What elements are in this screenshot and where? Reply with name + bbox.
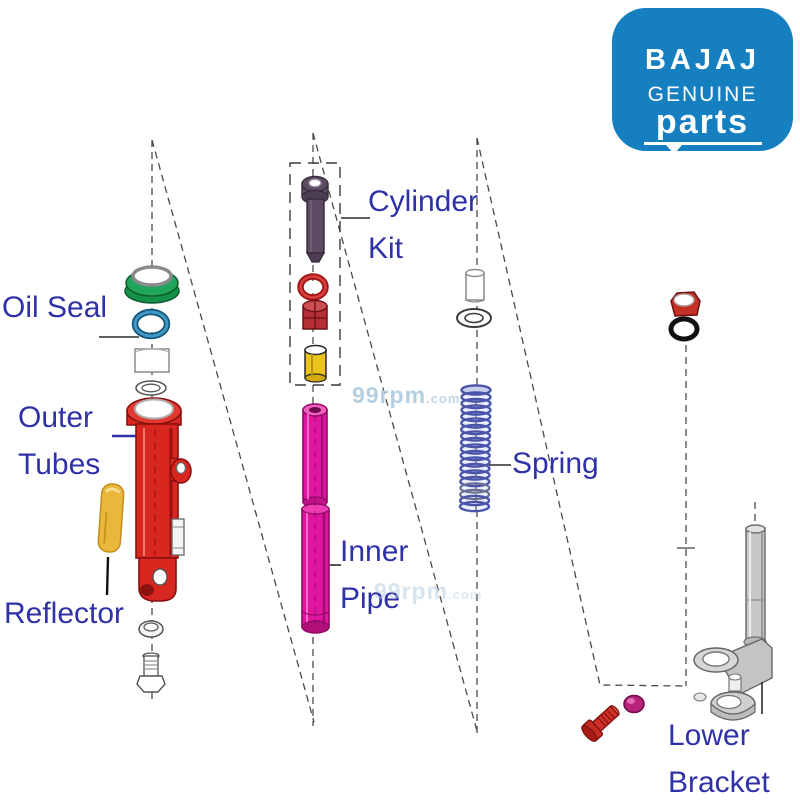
- logo-underline: [643, 142, 762, 154]
- inner-pipe-lower-part: [301, 415, 330, 634]
- drain-washer-part: [138, 620, 164, 638]
- spacer-tube-part: [465, 268, 485, 303]
- bajaj-logo-text: BAJAJ: [644, 44, 761, 76]
- watermark-faint: 99rpm.com: [374, 578, 482, 605]
- stem-bolt-part: [581, 705, 620, 742]
- watermark-name: 99rpm: [374, 578, 449, 604]
- lower-bracket-part: [693, 524, 773, 721]
- reflector-stem-line: [105, 556, 110, 596]
- watermark: 99rpm.com: [352, 382, 460, 409]
- watermark-tld: .com: [448, 587, 483, 602]
- drain-bolt-part: [136, 652, 166, 693]
- fork-spring-part: [458, 384, 492, 513]
- logo-arrow-down-icon: [665, 145, 682, 154]
- cylinder-kit-label: Cylinder Kit: [368, 185, 479, 265]
- genuine-text: GENUINE: [647, 83, 758, 106]
- bajaj-genuine-parts-badge: BAJAJ GENUINE parts: [612, 8, 793, 154]
- lower-bracket-label: Lower Bracket: [668, 719, 770, 799]
- piston-ring-part: [297, 273, 329, 301]
- cylinder-kit-valve-part: [304, 344, 327, 383]
- label-connectors: [99, 217, 763, 714]
- parts-text: parts: [655, 103, 750, 141]
- oil-seal-oring-part: [131, 308, 171, 340]
- watermark-tld: .com: [426, 391, 461, 406]
- spring-seat-washer-part: [456, 308, 492, 328]
- inner-pipe-label: Inner Pipe: [340, 535, 409, 615]
- stem-nut-part: [623, 694, 645, 714]
- bush-part: [134, 348, 170, 373]
- outer-tubes-label: Outer Tubes: [18, 401, 101, 481]
- cylinder-kit-box: [289, 162, 341, 386]
- washer-part: [135, 380, 167, 396]
- cap-oring-part: [668, 316, 700, 342]
- cylinder-base-part: [302, 299, 328, 330]
- oil-seal-cap-part: [124, 265, 180, 304]
- outer-tube-part: [126, 397, 192, 602]
- cylinder-bolt-part: [301, 175, 329, 263]
- reflector-label: Reflector: [4, 597, 125, 630]
- watermark-name: 99rpm: [352, 382, 427, 408]
- oil-seal-label: Oil Seal: [2, 291, 108, 324]
- spring-label: Spring: [512, 447, 599, 480]
- reflector-part: [97, 483, 125, 553]
- cap-nut-part: [670, 291, 701, 317]
